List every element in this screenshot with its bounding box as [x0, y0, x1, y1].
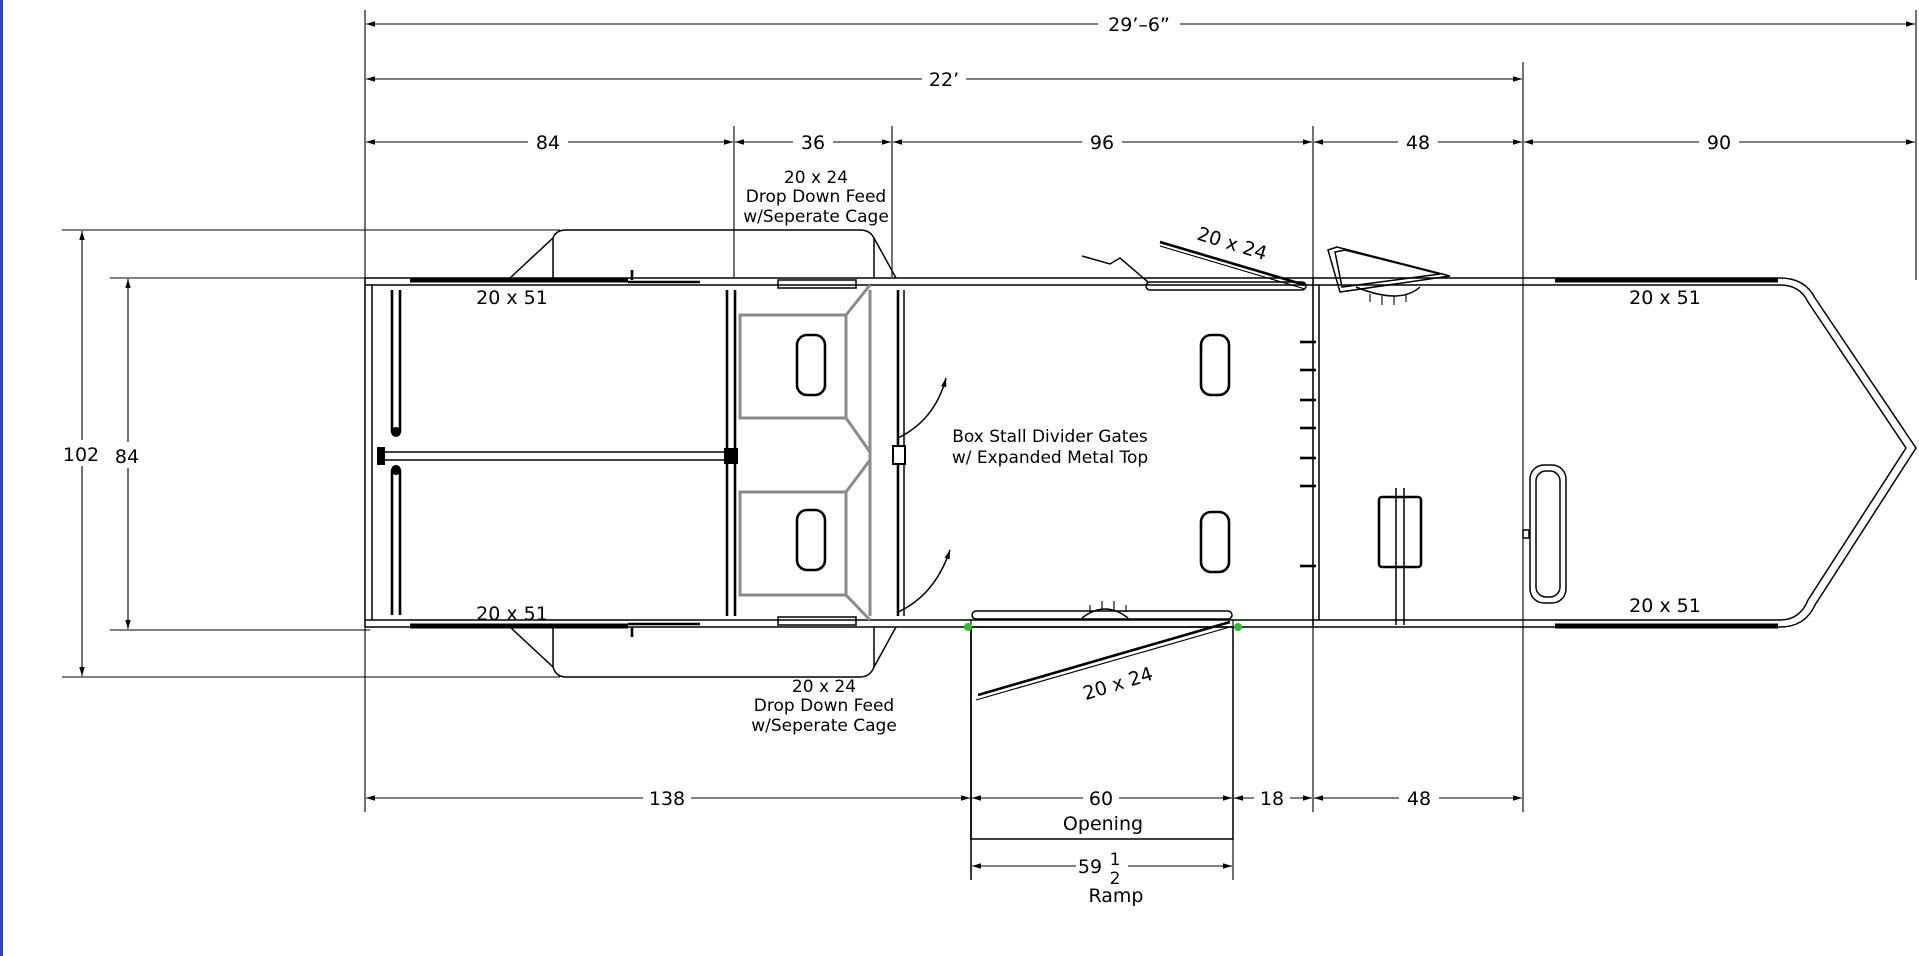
stall-note-line-2: w/ Expanded Metal Top — [952, 448, 1148, 468]
dim-96: 96 — [1090, 132, 1114, 154]
window-label-right-bottom: 20 x 51 — [1629, 595, 1701, 617]
width-dimensions: 102 84 — [60, 231, 146, 676]
dim-138: 138 — [649, 788, 685, 810]
overall-length-label: 29’–6” — [1108, 14, 1170, 36]
window-label-left-bottom: 20 x 51 — [476, 603, 548, 625]
inner-width-label: 84 — [115, 446, 139, 468]
ramp-fraction-bottom: 2 — [1110, 869, 1121, 889]
feed-cage-top — [509, 229, 897, 289]
dim-90: 90 — [1707, 132, 1731, 154]
top-segment-dimensions: 84 36 96 48 90 — [366, 130, 1915, 154]
trailer-outline — [364, 277, 1917, 629]
dim-36: 36 — [801, 132, 825, 154]
feed-bottom-line-3: w/Seperate Cage — [751, 716, 897, 736]
rear-doors — [377, 290, 730, 615]
ramp-fraction-top: 1 — [1110, 850, 1121, 870]
extension-lines — [62, 10, 1917, 880]
bottom-segment-dimensions: 138 60 18 48 Opening — [366, 786, 1522, 835]
dim-18: 18 — [1260, 788, 1284, 810]
body-length-dimension: 22’ — [366, 66, 1522, 92]
side-door-top — [1081, 240, 1451, 305]
feed-bottom-line-1: 20 x 24 — [792, 677, 856, 697]
tack-wall — [1300, 278, 1567, 627]
ramp-value: 59 — [1078, 856, 1102, 878]
dim-84: 84 — [536, 132, 560, 154]
feed-top-line-3: w/Seperate Cage — [743, 207, 889, 227]
outer-width-label: 102 — [63, 444, 99, 466]
ramp-label: Ramp — [1089, 885, 1144, 907]
door-window-label-bottom: 20 x 24 — [1081, 663, 1156, 705]
dim-48-bottom: 48 — [1407, 788, 1431, 810]
ramp: 59 1 2 Ramp — [970, 626, 1234, 907]
door-window-label-top: 20 x 24 — [1195, 223, 1270, 265]
overall-length-dimension: 29’–6” — [366, 10, 1915, 36]
dim-60: 60 — [1089, 788, 1113, 810]
feed-cage-bottom — [509, 616, 897, 678]
feed-top-line-2: Drop Down Feed — [746, 187, 886, 207]
window-border — [0, 0, 3, 956]
dim-48-top: 48 — [1406, 132, 1430, 154]
window-label-right-top: 20 x 51 — [1629, 287, 1701, 309]
stall-note-line-1: Box Stall Divider Gates — [952, 427, 1148, 447]
stall-gates — [724, 284, 1231, 622]
window-label-left-top: 20 x 51 — [476, 287, 548, 309]
side-door-bottom — [964, 601, 1242, 701]
body-length-label: 22’ — [929, 69, 959, 91]
opening-label: Opening — [1063, 813, 1143, 835]
feed-bottom-line-2: Drop Down Feed — [754, 696, 894, 716]
feed-top-line-1: 20 x 24 — [784, 168, 848, 188]
